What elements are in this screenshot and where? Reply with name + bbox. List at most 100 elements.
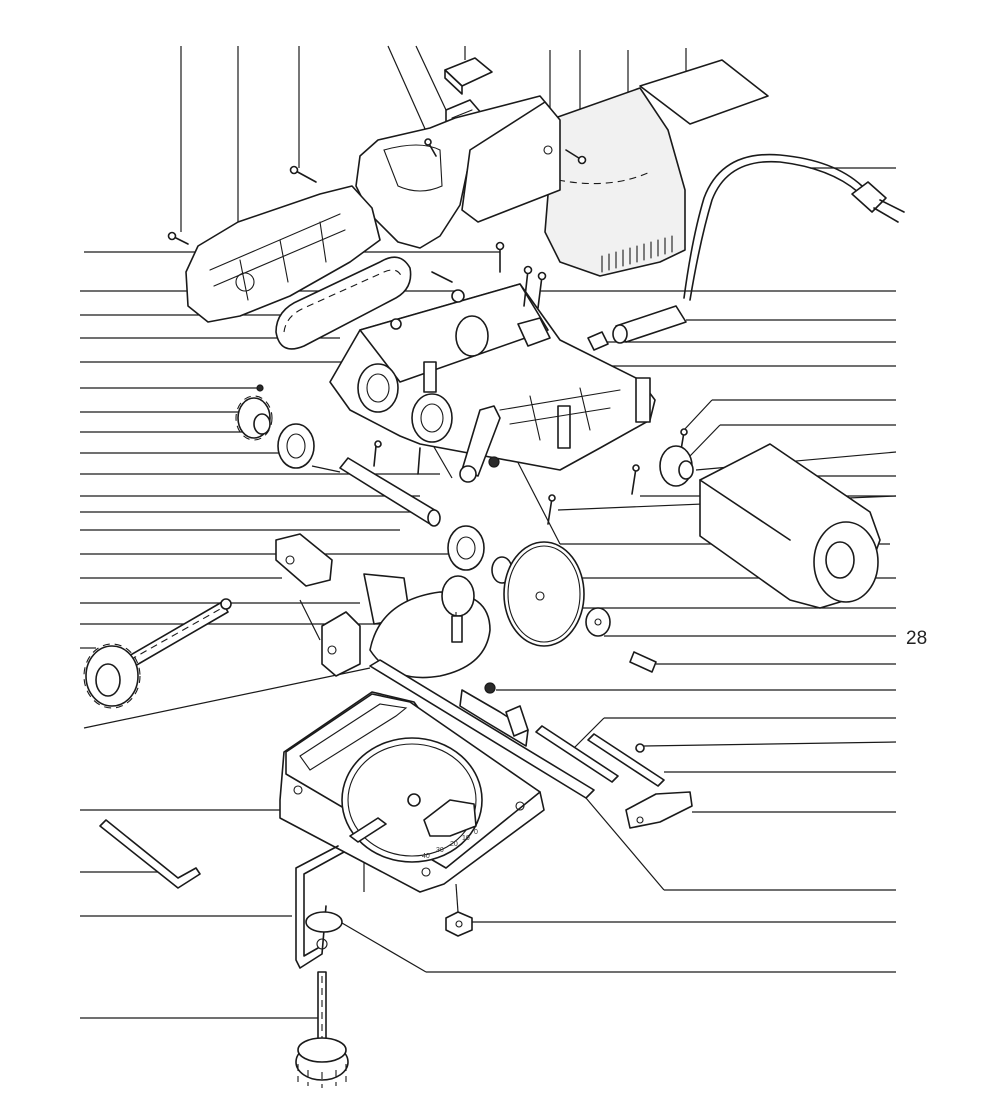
blade-washer (585, 607, 611, 637)
power-cable (689, 160, 859, 301)
saw-blade-arbor (535, 591, 545, 601)
clamp-bracket (517, 317, 551, 347)
base-hole-2 (421, 867, 431, 877)
motor-cover (544, 87, 686, 277)
clamp-jaw-small-hole (285, 555, 295, 565)
gear-housing-bore-2-inner (420, 403, 444, 433)
guide-rod-2 (587, 733, 665, 787)
svg-text:40: 40 (422, 853, 430, 860)
leader-line (689, 424, 721, 457)
foot-washer-hole (316, 938, 328, 950)
gear-housing-bore-1-inner (366, 373, 390, 403)
lock-lever-pivot (459, 465, 477, 483)
hex-key (99, 819, 201, 889)
spindle-gear (441, 575, 475, 617)
motor-cover-vents (601, 235, 673, 273)
drive-belt-teeth (283, 269, 403, 333)
gear-housing-post-1 (423, 361, 437, 393)
drive-belt (275, 256, 412, 350)
guide-rail (369, 659, 595, 799)
side-cover (461, 101, 561, 223)
gear-housing-ribs (499, 387, 621, 441)
gear-housing-plate (359, 283, 549, 383)
leader-line (311, 465, 341, 473)
blade-washer-hole (594, 618, 602, 626)
vise-block (321, 611, 361, 677)
hex-nut (445, 911, 473, 937)
spindle-shank (451, 615, 463, 643)
bearing-left (277, 423, 315, 469)
lead-screw-end (220, 598, 232, 610)
turntable-inner (347, 743, 477, 857)
blade-bolt (629, 651, 657, 673)
gear-housing-post-3 (557, 405, 571, 449)
label-plate (639, 59, 769, 125)
switch-cap-side (444, 69, 463, 95)
screw-top-2 (289, 165, 317, 183)
pinion-gear-left-teeth (235, 395, 273, 441)
svg-text:10: 10 (462, 835, 470, 842)
rod-end-hole (636, 816, 644, 824)
lead-screw-thread (129, 607, 223, 661)
svg-text:20: 20 (450, 841, 458, 848)
leader-line (299, 599, 321, 641)
vise-block-hole (327, 645, 337, 655)
gear-housing-center (455, 315, 489, 357)
swing-arm-lug (505, 705, 529, 737)
swing-arm (459, 689, 529, 747)
screw-top-3 (565, 149, 587, 165)
belt-cover-hole (235, 272, 255, 292)
leader-line (455, 883, 459, 913)
turntable-center (407, 793, 421, 807)
svg-text:0: 0 (474, 829, 478, 836)
leader-line (571, 717, 605, 751)
leader-line (387, 45, 431, 141)
saw-blade-inner (507, 545, 581, 643)
motor-edge (699, 479, 791, 541)
foot-screw (317, 971, 327, 1047)
stand-bracket (295, 845, 339, 969)
gear-housing-bore-1 (357, 363, 399, 413)
clamp-jaw-small (275, 533, 333, 587)
handle-housing-inner (383, 144, 443, 192)
pinion-gear-left-hub (253, 413, 271, 435)
bearing-center (447, 525, 485, 571)
callout-label-28: 28 (906, 628, 927, 649)
bearing-left-inner (286, 433, 306, 459)
base-slot (349, 817, 387, 843)
leader-line (683, 399, 713, 431)
screw-heads (256, 241, 688, 502)
power-cable-2 (683, 153, 863, 299)
plug-pin-1 (879, 199, 905, 213)
base-hole-1 (293, 785, 303, 795)
leader-line (329, 915, 427, 973)
gear-housing-bore-2 (411, 393, 453, 443)
lead-screw-knob-hub (95, 663, 121, 697)
cable-bushing (587, 331, 609, 351)
leader-line (415, 45, 447, 111)
swing-arm-spring (484, 682, 496, 694)
power-plug (851, 181, 887, 213)
motor-bore (825, 541, 855, 579)
angle-scale: 40 30 20 10 0 (422, 829, 478, 860)
cable-sleeve-end (612, 324, 628, 344)
plug-pin-2 (873, 207, 899, 223)
guide-rod-1 (535, 725, 619, 783)
svg-text:30: 30 (436, 847, 444, 854)
foot-knob-top (297, 1037, 347, 1063)
foot-washer (305, 911, 343, 933)
lead-screw (121, 601, 229, 671)
screw-top-1 (167, 231, 189, 245)
stand-bracket-2 (303, 851, 345, 957)
base-plate-groove (299, 703, 408, 771)
base-hole-3 (515, 801, 525, 811)
motor-pinion-hub (678, 460, 694, 480)
leader-line (643, 741, 897, 747)
turntable-arm (423, 799, 477, 837)
drive-shaft-end (427, 509, 441, 527)
leader-line (83, 667, 371, 729)
screw-top-4 (424, 138, 437, 157)
leader-line (585, 797, 665, 891)
bearing-center-inner (456, 536, 476, 560)
